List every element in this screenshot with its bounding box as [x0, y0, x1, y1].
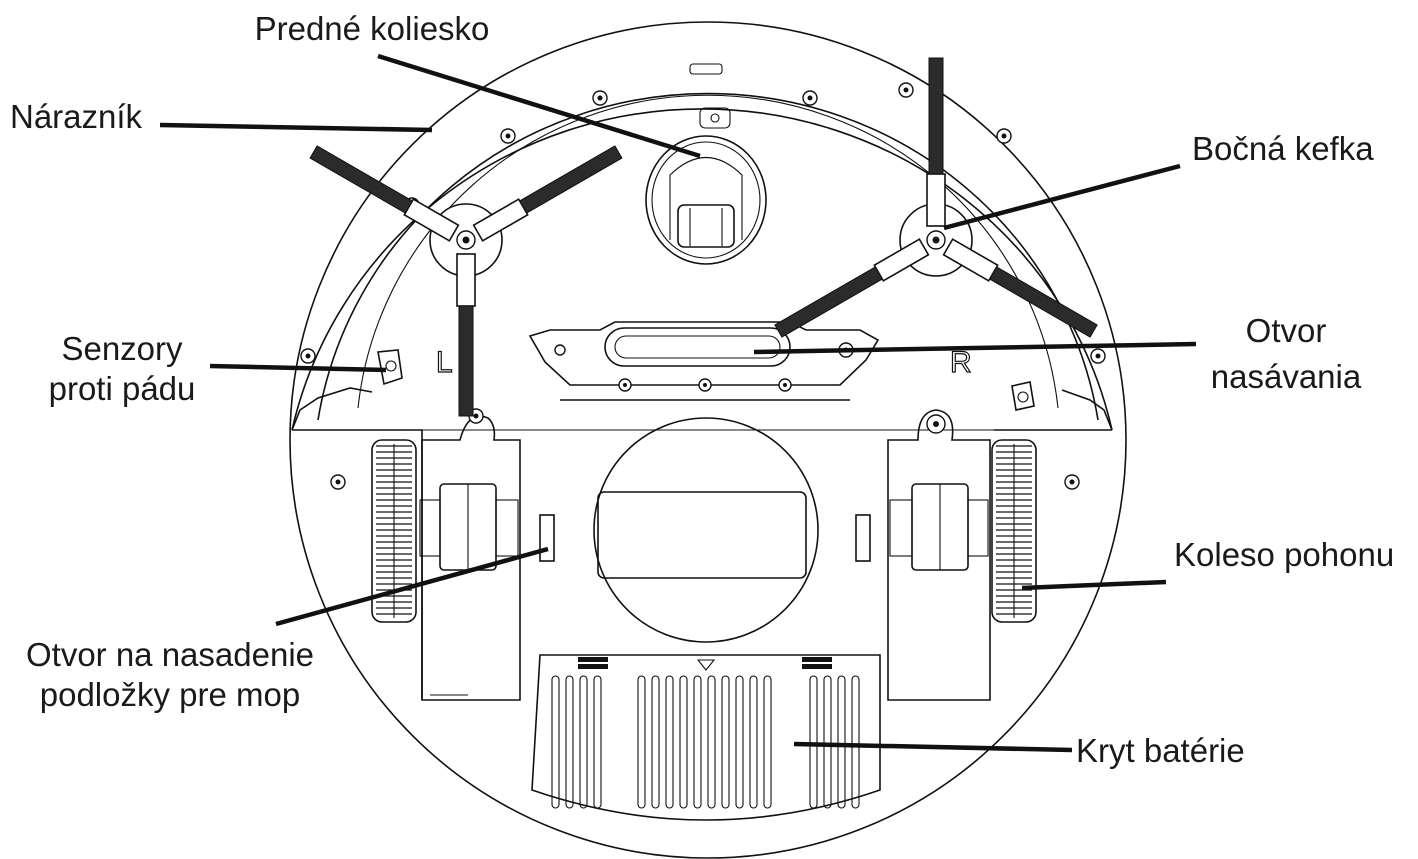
vent-slot: [823, 675, 832, 809]
label-otvor-mop-line1: Otvor na nasadenie: [26, 636, 314, 673]
label-senzory-line2: proti pádu: [49, 370, 196, 407]
vent-slot: [809, 675, 818, 809]
vent-slot: [749, 675, 758, 809]
right-wheel-module: [887, 409, 1037, 701]
mop-slot-left: [539, 514, 555, 562]
vent-slot: [551, 675, 560, 809]
bumper-left-flare: [291, 387, 373, 431]
label-bocna-kefka: Bočná kefka: [1192, 130, 1374, 167]
leader-otvor-mop: [275, 546, 549, 627]
label-otvor-nasavania-line1: Otvor: [1246, 312, 1327, 349]
mop-slot-right: [855, 514, 871, 562]
vent-slot: [851, 675, 860, 809]
leader-otvor-nasavania: [753, 341, 1197, 355]
callout-labels: Predné koliesko Nárazník Bočná kefka Sen…: [10, 10, 1394, 769]
vent-slot: [763, 675, 772, 809]
center-hatch: [593, 417, 819, 643]
front-caster: [645, 107, 767, 265]
vent-slot: [679, 675, 688, 809]
label-predne-koliesko: Predné koliesko: [255, 10, 490, 47]
label-naraznik: Nárazník: [10, 98, 143, 135]
side-brush-right: [774, 57, 1098, 338]
label-otvor-mop-line2: podložky pre mop: [40, 676, 300, 713]
right-drive-wheel: [991, 439, 1037, 623]
bumper-ring-2: [357, 94, 1059, 409]
vent-slot: [565, 675, 574, 809]
vent-slot: [637, 675, 646, 809]
label-otvor-nasavania-line2: nasávania: [1211, 358, 1362, 395]
robot-body: L R: [289, 21, 1127, 859]
vent-slot: [735, 675, 744, 809]
marking-right: R: [950, 346, 972, 379]
bumper-top-tab: [689, 63, 723, 75]
body-screws: [300, 82, 1106, 490]
vent-slot: [593, 675, 602, 809]
label-koleso-pohonu: Koleso pohonu: [1174, 536, 1394, 573]
label-kryt-baterie: Kryt batérie: [1076, 732, 1245, 769]
vent-slot: [665, 675, 674, 809]
left-drive-wheel: [371, 439, 417, 623]
leader-bocna-kefka: [943, 163, 1181, 231]
label-senzory-line1: Senzory: [61, 330, 183, 367]
vent-slot: [721, 675, 730, 809]
vent-slot: [651, 675, 660, 809]
marking-left: L: [436, 346, 453, 379]
leader-predne-koliesko: [377, 53, 701, 159]
vent-slot: [837, 675, 846, 809]
bumper-right-flare: [1061, 389, 1113, 431]
leader-senzory: [209, 363, 387, 373]
cliff-sensor-right: [1011, 381, 1035, 411]
leader-lines: [159, 53, 1197, 753]
leader-koleso-pohonu: [1021, 579, 1167, 591]
bumper-ring: [317, 92, 1099, 421]
vent-slot: [693, 675, 702, 809]
battery-cover: [531, 654, 881, 821]
side-brush-left: [309, 145, 623, 417]
leader-kryt-baterie: [793, 741, 1073, 753]
vent-slot: [707, 675, 716, 809]
cliff-sensor-left: [377, 349, 403, 386]
vent-slot: [579, 675, 588, 809]
left-wheel-module: [371, 415, 521, 701]
suction-opening: [528, 321, 880, 401]
outer-shell: [289, 21, 1127, 859]
leader-naraznik: [159, 122, 433, 133]
